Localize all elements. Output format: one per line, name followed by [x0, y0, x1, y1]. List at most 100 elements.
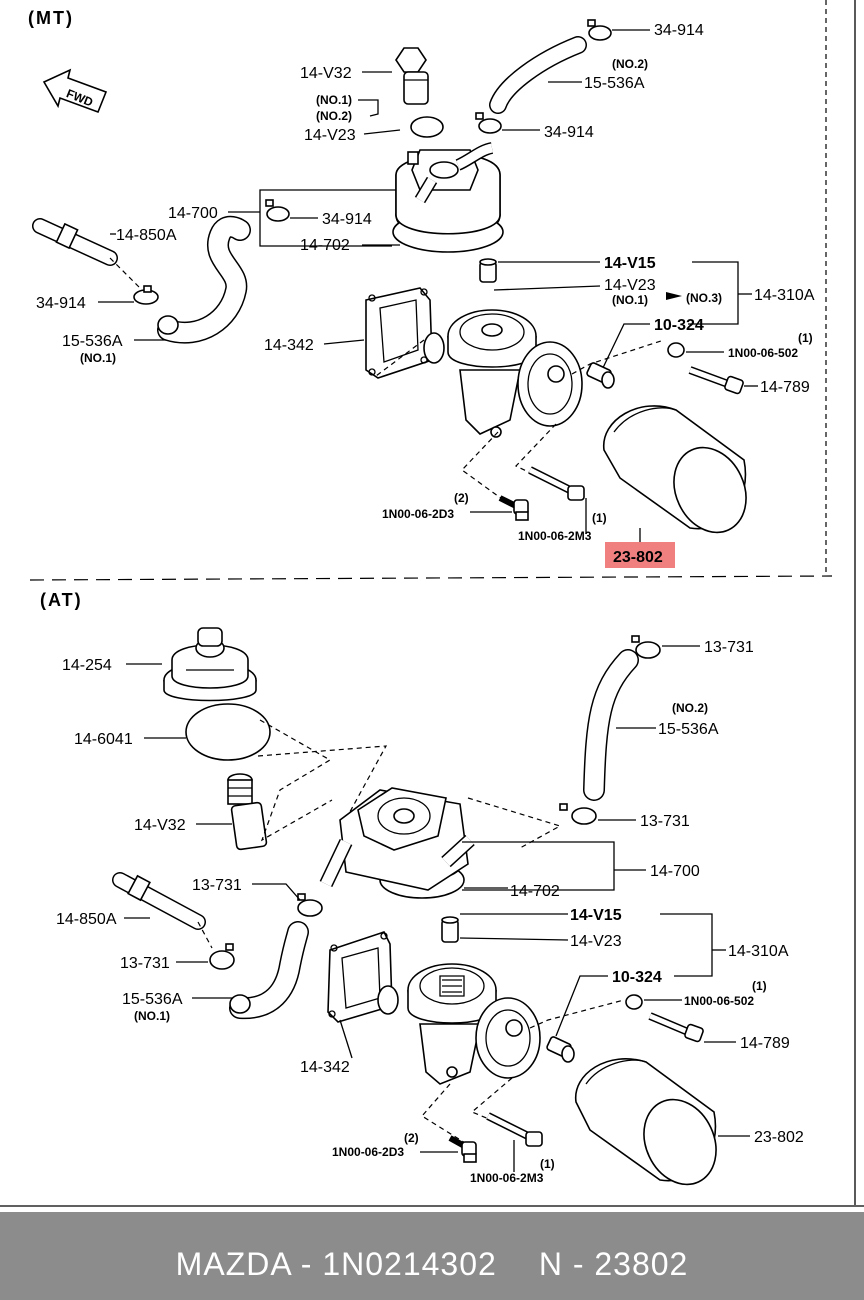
mt-label-34914-d: 34-914	[36, 295, 86, 312]
mt-label-no2-a: (NO.2)	[612, 57, 648, 71]
mt-label-34914-b: 34-914	[544, 124, 594, 141]
fitting-14v32-icon	[227, 773, 268, 851]
at-label-15536a-b: 15-536A	[122, 991, 183, 1008]
hose-clamp-icon	[559, 803, 597, 825]
oil-cooler-icon	[319, 787, 475, 899]
bolt-1n00-2d3-icon	[448, 1135, 477, 1163]
hose-clamp-icon	[475, 112, 502, 134]
at-label-1n00-502: 1N00-06-502	[684, 994, 754, 1008]
pipe-14850a-icon	[32, 218, 118, 266]
oil-cooler-icon	[392, 142, 504, 253]
mt-label-1n00-2d3: 1N00-06-2D3	[382, 507, 454, 521]
mt-label-14702: 14-702	[300, 237, 350, 254]
relief-valve-icon	[479, 258, 497, 283]
at-label-14v32: 14-V32	[134, 817, 186, 834]
filter-housing-icon	[407, 963, 541, 1085]
at-label-1n00-2m3: 1N00-06-2M3	[470, 1171, 544, 1185]
mt-label-14342: 14-342	[264, 337, 314, 354]
at-label-13731-b: 13-731	[640, 813, 690, 830]
at-label-146041: 14-6041	[74, 731, 133, 748]
oil-filter-icon	[603, 405, 747, 534]
mt-label-q1-a: (1)	[798, 331, 813, 345]
at-label-q2: (2)	[404, 1131, 419, 1145]
at-label-q1-a: (1)	[752, 979, 767, 993]
o-ring-icon	[185, 703, 271, 761]
highlight-23802	[605, 542, 675, 568]
hose-clamp-icon	[265, 199, 290, 222]
parts-diagram: (MT) FWD 34-914 (NO.2) 15-536A 14-V32 (N…	[0, 0, 864, 1207]
mt-label-14v23-b: 14-V23	[604, 277, 656, 294]
hose-clamp-icon	[209, 943, 235, 970]
section-at-title: (AT)	[40, 590, 83, 610]
mt-label-no1-c: (NO.1)	[80, 351, 116, 365]
section-mt-title: (MT)	[28, 8, 74, 28]
bolt-1n00-2d3-icon	[498, 495, 529, 521]
bolt-14789-icon	[688, 366, 744, 395]
nipple-10324-icon	[586, 362, 615, 389]
footer-caption: MAZDA - 1N0214302 N - 23802	[0, 1246, 864, 1283]
oil-filter-icon	[575, 1058, 717, 1186]
mt-label-1n00-2m3: 1N00-06-2M3	[518, 529, 592, 543]
hose-clamp-icon	[631, 635, 661, 659]
bolt-1n00-2m3-icon	[528, 466, 585, 501]
mt-label-q2: (2)	[454, 491, 469, 505]
filter-housing-icon	[447, 309, 583, 438]
at-label-13731-d: 13-731	[120, 955, 170, 972]
at-label-14850a: 14-850A	[56, 911, 117, 928]
mt-label-14v23-a: 14-V23	[304, 127, 356, 144]
washer-icon	[667, 342, 685, 358]
o-ring-icon	[423, 332, 445, 364]
at-label-23802: 23-802	[754, 1129, 804, 1146]
section-divider	[29, 575, 833, 581]
footer-oem-number: N - 23802	[538, 1246, 689, 1282]
at-label-q1-b: (1)	[540, 1157, 555, 1171]
bolt-14789-icon	[648, 1012, 704, 1043]
bolt-1n00-2m3-icon	[486, 1112, 543, 1147]
at-label-10324: 10-324	[612, 969, 662, 986]
at-label-1n00-2d3: 1N00-06-2D3	[332, 1145, 404, 1159]
pipe-14850a-icon	[112, 872, 206, 930]
at-label-15536a-a: 15-536A	[658, 721, 719, 738]
mt-label-14v32: 14-V32	[300, 65, 352, 82]
at-label-13731-a: 13-731	[704, 639, 754, 656]
mt-label-23802: 23-802	[613, 549, 663, 566]
mt-label-no2: (NO.2)	[316, 109, 352, 123]
mt-label-10324: 10-324	[654, 317, 704, 334]
washer-icon	[625, 994, 643, 1010]
bolt-14v32-icon	[395, 47, 429, 105]
at-label-14v15: 14-V15	[570, 907, 622, 924]
at-label-14310a: 14-310A	[728, 943, 789, 960]
gasket-14342-icon	[365, 287, 433, 379]
fwd-arrow-icon: FWD	[42, 68, 108, 114]
hose-clamp-icon	[133, 285, 159, 305]
mt-label-14700: 14-700	[168, 205, 218, 222]
o-ring-icon	[377, 985, 399, 1015]
o-ring-icon	[410, 116, 444, 138]
relief-valve-icon	[441, 916, 459, 943]
mt-label-14310a: 14-310A	[754, 287, 815, 304]
mt-label-no1: (NO.1)	[316, 93, 352, 107]
footer-part-number: MAZDA - 1N0214302	[175, 1246, 497, 1282]
at-label-14700: 14-700	[650, 863, 700, 880]
at-label-no2: (NO.2)	[672, 701, 708, 715]
mt-label-14850a: 14-850A	[116, 227, 177, 244]
mt-label-q1-b: (1)	[592, 511, 607, 525]
at-label-14254: 14-254	[62, 657, 112, 674]
mt-label-34914-c: 34-914	[322, 211, 372, 228]
mt-label-34914-a: 34-914	[654, 22, 704, 39]
at-label-14702: 14-702	[510, 883, 560, 900]
mt-label-no1-b: (NO.1)	[612, 293, 648, 307]
cap-14254-icon	[163, 627, 257, 702]
at-label-13731-c: 13-731	[192, 877, 242, 894]
mt-label-15536a-b: 15-536A	[62, 333, 123, 350]
nipple-10324-icon	[546, 1036, 575, 1063]
at-label-14v23: 14-V23	[570, 933, 622, 950]
hose-clamp-icon	[297, 893, 323, 917]
footer-bar	[0, 1212, 864, 1300]
mt-label-14v15: 14-V15	[604, 255, 656, 272]
at-label-14342: 14-342	[300, 1059, 350, 1076]
mt-label-1n00-502: 1N00-06-502	[728, 346, 798, 360]
hose-clamp-icon	[587, 19, 612, 41]
mt-label-14789: 14-789	[760, 379, 810, 396]
at-label-14789: 14-789	[740, 1035, 790, 1052]
